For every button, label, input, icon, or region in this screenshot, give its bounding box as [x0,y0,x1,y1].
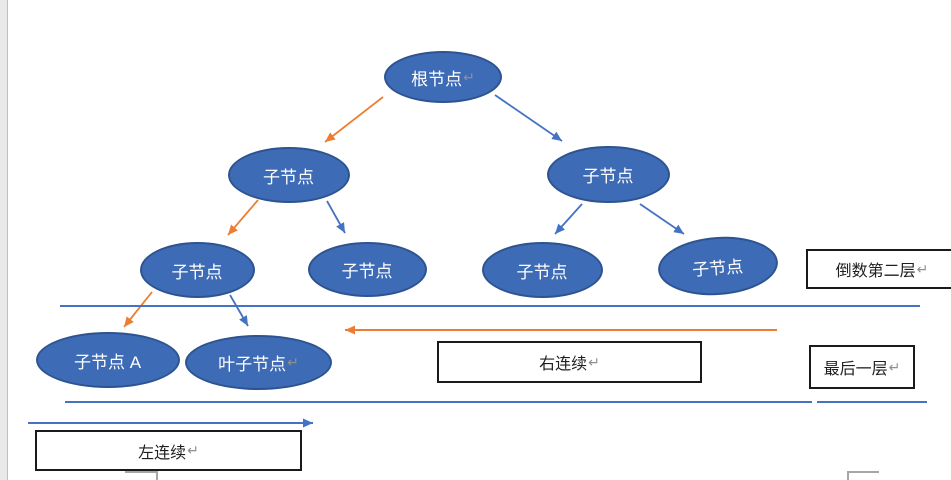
label-box-left-continuous[interactable]: 左连续↵ [35,430,302,471]
node-label: 子节点 [691,256,744,280]
page-margin-strip [0,0,8,480]
clipped-shape-corner-right[interactable] [847,471,879,480]
node-child-right[interactable]: 子节点 [547,146,670,203]
connector-right-child-to-grandchild-4[interactable] [639,203,685,235]
box-label: 最后一层 [823,361,888,378]
connector-root-to-right-child[interactable] [494,94,563,142]
node-grandchild-1[interactable]: 子节点 [140,242,255,298]
node-grandchild-3[interactable]: 子节点 [482,242,603,298]
connector-grandchild-1-to-child-a[interactable] [123,291,153,328]
node-label: 子节点 [341,262,393,281]
node-label: 子节点 [263,167,314,187]
connector-right-child-to-grandchild-3[interactable] [554,203,583,235]
connector-root-to-left-child[interactable] [324,96,384,143]
connector-grandchild-1-to-leaf[interactable] [229,294,249,327]
return-mark: ↵ [463,68,475,85]
connector-left-child-to-grandchild-2[interactable] [326,200,346,234]
return-mark: ↵ [916,260,929,277]
node-grandchild-4[interactable]: 子节点 [656,232,780,300]
node-label: 子节点 [171,262,223,282]
node-root[interactable]: 根节点↵ [384,51,502,103]
node-label: 子节点 A [73,352,142,372]
return-mark: ↵ [588,353,600,370]
clipped-shape-corner-left[interactable] [125,471,158,480]
return-mark: ↵ [287,354,299,370]
node-child-a[interactable]: 子节点 A [36,332,180,388]
return-mark: ↵ [888,358,901,375]
node-leaf[interactable]: 叶子节点↵ [185,335,332,390]
node-label: 根节点 [411,69,463,89]
node-label: 子节点 [516,262,568,282]
box-label: 左连续 [138,444,187,462]
label-box-right-continuous[interactable]: 右连续↵ [437,341,702,383]
connector-left-child-to-grandchild-1[interactable] [227,199,259,236]
label-box-last-layer[interactable]: 最后一层↵ [809,345,915,389]
box-label: 倒数第二层 [835,263,916,280]
box-label: 右连续 [539,356,588,373]
node-label: 叶子节点 [218,355,287,374]
label-box-second-last-layer[interactable]: 倒数第二层↵ [806,249,951,289]
node-child-left[interactable]: 子节点 [228,147,350,203]
node-label: 子节点 [582,167,634,186]
node-grandchild-2[interactable]: 子节点 [308,242,427,297]
return-mark: ↵ [187,442,199,458]
